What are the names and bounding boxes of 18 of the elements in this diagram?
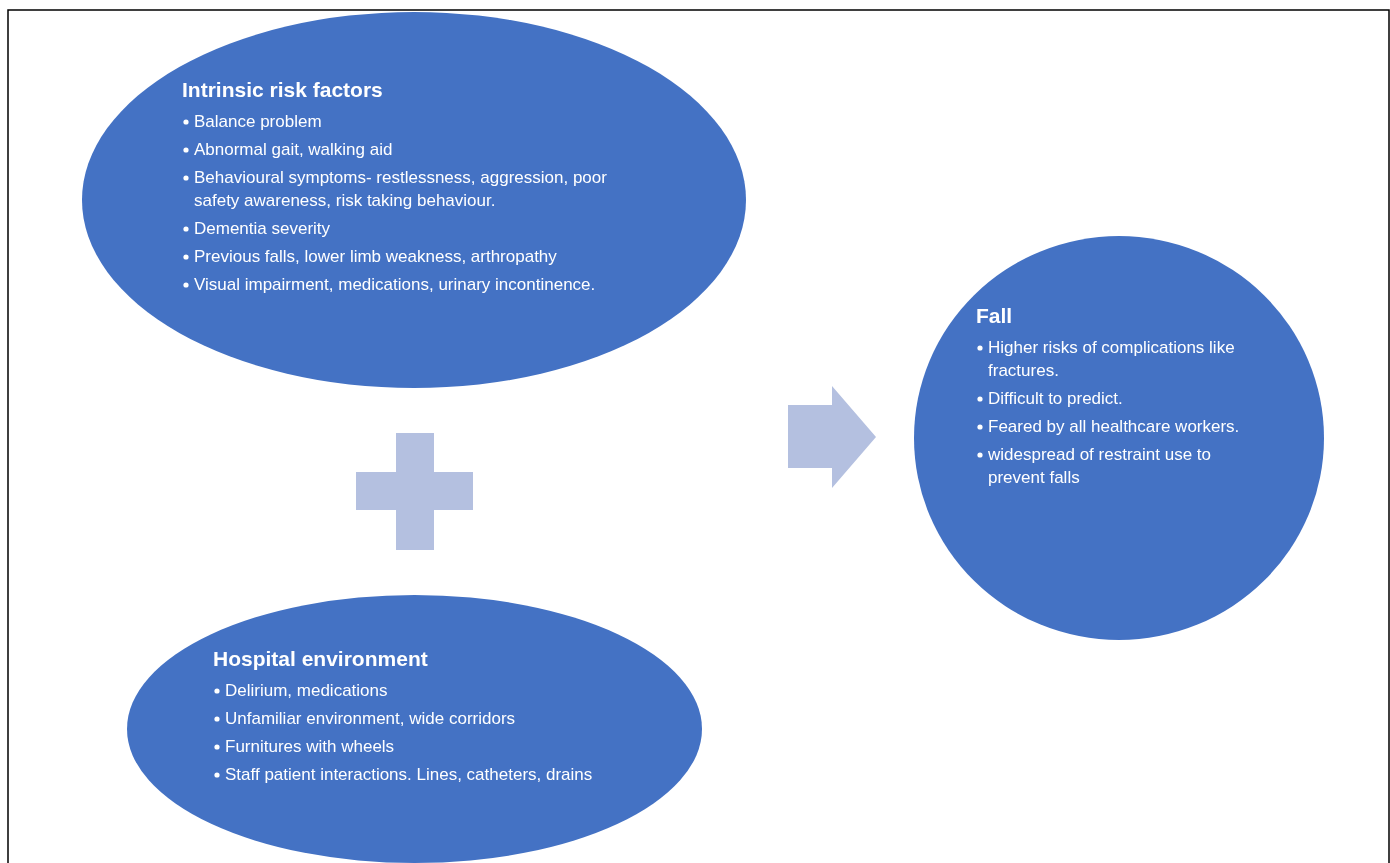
bullet-item: Higher risks of complications like fractures. <box>988 337 1236 382</box>
bullet-item: Delirium, medications <box>225 680 389 702</box>
bullet-item: Previous falls, lower limb weakness, arthropathy <box>194 246 558 268</box>
heading: Hospital environment <box>213 647 429 671</box>
bullet-item: Abnormal gait, walking aid <box>194 139 394 161</box>
bullet-item: Balance problem <box>194 111 323 133</box>
bullet-item: widespread of restraint use to prevent falls <box>988 444 1212 489</box>
bullet-item: Visual impairment, medications, urinary incontinence. <box>194 274 597 296</box>
heading: Intrinsic risk factors <box>182 78 384 102</box>
bullet-item: Furnitures with wheels <box>225 736 396 758</box>
block-arrow <box>788 386 876 488</box>
bullet-item: Feared by all healthcare workers. <box>988 416 1241 438</box>
bullet-item: Difficult to predict. <box>988 388 1124 410</box>
bullet-item: Unfamiliar environment, wide corridors <box>225 708 517 730</box>
bullet-item: Staff patient interactions. Lines, catheters, drains <box>225 764 594 786</box>
heading: Fall <box>976 304 1014 328</box>
bullet-item: Dementia severity <box>194 218 332 240</box>
bullet-item: Behavioural symptoms- restlessness, aggression, poor safety awareness, risk taking behaviour. <box>194 167 608 212</box>
